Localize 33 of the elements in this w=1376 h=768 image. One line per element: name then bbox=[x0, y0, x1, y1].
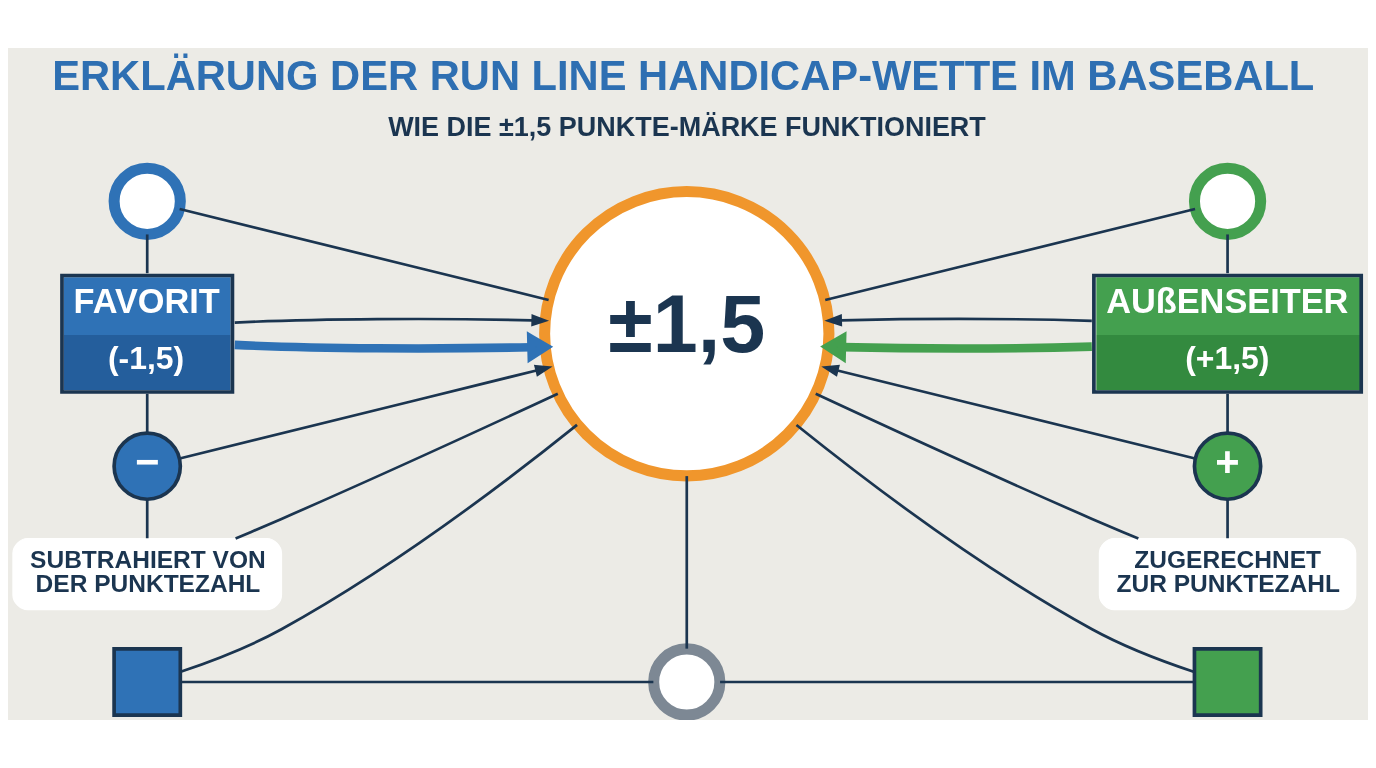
node-box bbox=[1192, 647, 1263, 717]
connector bbox=[145, 499, 149, 539]
connector bbox=[1226, 393, 1229, 434]
arrow bbox=[820, 331, 1092, 364]
arrow bbox=[821, 364, 1196, 460]
node-box bbox=[112, 647, 183, 717]
node-circle: ±1,5 bbox=[539, 186, 835, 482]
connector bbox=[1226, 499, 1229, 539]
connector bbox=[720, 680, 1195, 684]
node-circle bbox=[1188, 162, 1267, 240]
diagram-title: ERKLÄRUNG DER RUN LINE HANDICAP-WETTE IM BASEBALL bbox=[52, 51, 1315, 99]
arrow bbox=[234, 331, 554, 364]
arrow bbox=[234, 314, 550, 327]
connector bbox=[824, 207, 1196, 302]
connector bbox=[179, 207, 549, 302]
node-circle: − bbox=[112, 431, 183, 502]
node-circle bbox=[648, 643, 726, 720]
connector bbox=[180, 423, 578, 674]
node-circle: + bbox=[1192, 431, 1263, 502]
connector bbox=[1226, 234, 1229, 274]
arrow bbox=[179, 364, 553, 460]
node-circle bbox=[108, 162, 186, 240]
connector bbox=[815, 392, 1139, 540]
connector bbox=[145, 393, 149, 434]
connector bbox=[685, 476, 689, 649]
arrow bbox=[824, 314, 1092, 327]
connector bbox=[180, 680, 654, 684]
node-box: SUBTRAHIERT VON DER PUNKTEZAHL bbox=[12, 537, 283, 611]
connector bbox=[795, 423, 1195, 674]
connector bbox=[235, 392, 559, 540]
node-box: ZUGERECHNET ZUR PUNKTEZAHL bbox=[1098, 537, 1357, 611]
connector bbox=[145, 234, 149, 274]
label: WIE DIE ±1,5 PUNKTE-MÄRKE FUNKTIONIERT bbox=[388, 111, 986, 142]
